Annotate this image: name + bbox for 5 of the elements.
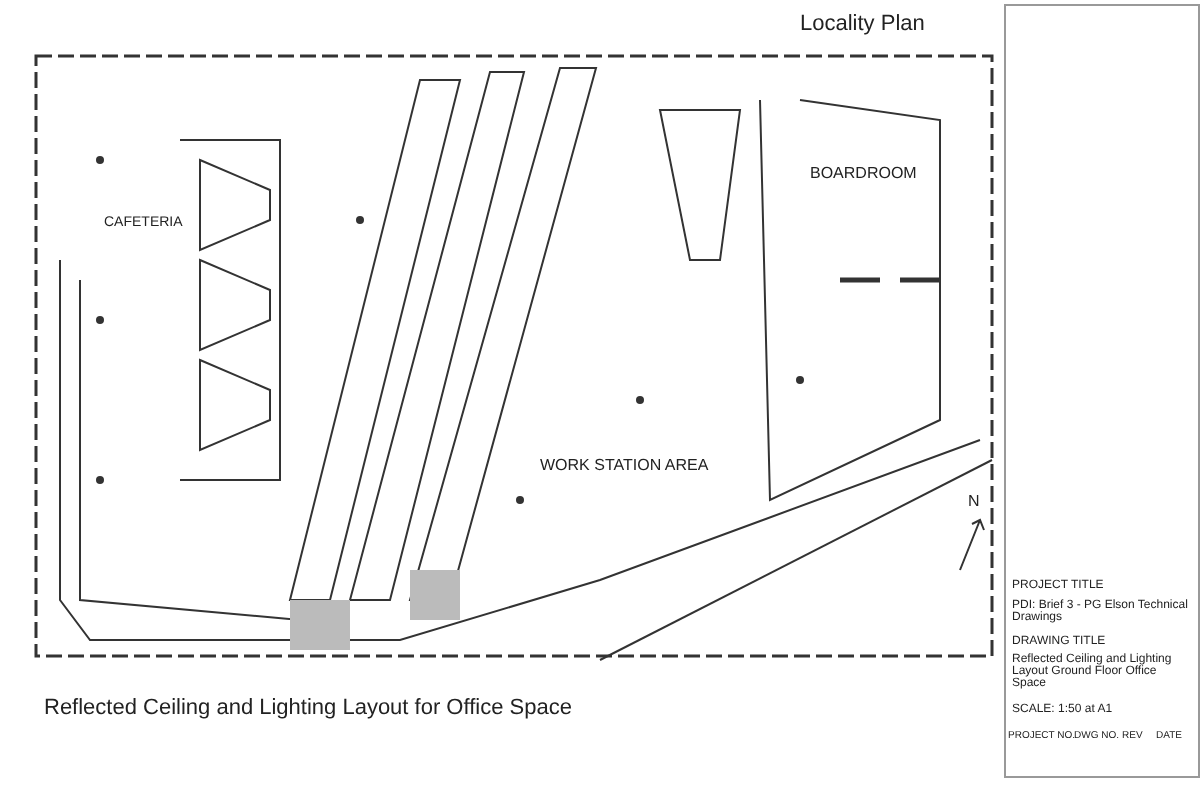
north-label: N	[968, 492, 980, 510]
room-label: BOARDROOM	[810, 164, 917, 182]
room-label: WORK STATION AREA	[540, 456, 709, 474]
drawing-title: Reflected Ceiling and Lighting Layout for Office Space	[44, 696, 572, 720]
plan-heading: Locality Plan	[800, 12, 925, 36]
